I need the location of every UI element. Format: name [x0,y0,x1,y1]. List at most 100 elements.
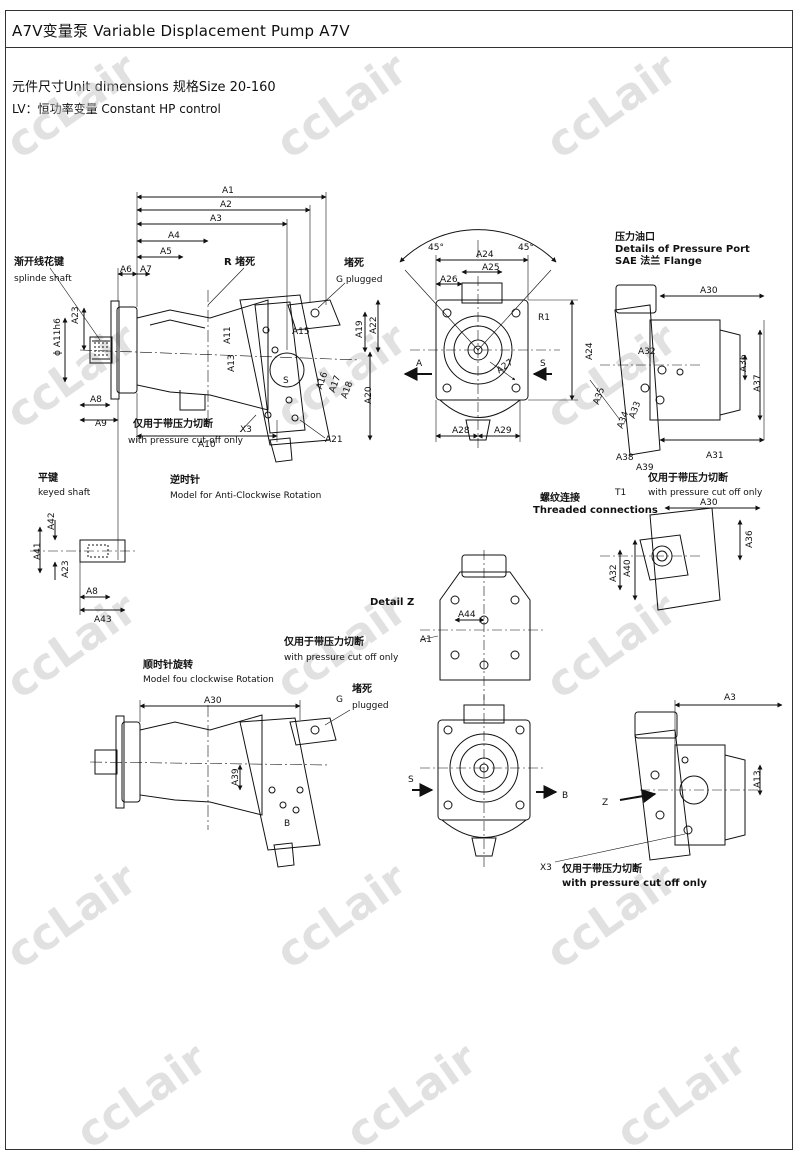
cutoff-cn-label: 仅用于带压力切断 [132,417,213,430]
pressure-port-cn-label: 压力油口 [615,230,655,243]
dim-a27: A27 [495,358,515,376]
dim-a1-detail: A1 [420,635,432,645]
watermark: ccLair [267,853,417,979]
plugged-en-label: plugged [352,701,389,711]
page-frame [5,10,793,1150]
dim-a34: A34 [616,410,632,430]
threaded-en-label: Threaded connections [533,505,658,516]
dim-a38: A38 [616,453,634,463]
dim-a39: A39 [636,463,654,473]
dim-a24-top: A24 [476,250,494,260]
cutoff-en-label: with pressure cut-off only [128,436,244,446]
cutoff-cn-label-4: 仅用于带压力切断 [561,862,642,875]
dim-a6: A6 [120,265,132,275]
dim-a5: A5 [160,247,172,257]
detail-z-label: Detail Z [370,597,414,608]
sae-flange-label: SAE 法兰 Flange [615,254,702,267]
dim-a33: A33 [628,400,643,420]
dim-a9: A9 [95,419,107,429]
a-port-label: A [416,359,423,369]
dim-a8: A8 [90,395,102,405]
keyed-shaft-cn-label: 平键 [38,471,59,484]
dim-a24-side: A24 [585,342,595,360]
dim-a19: A19 [355,320,365,338]
cutoff-cn-label-2: 仅用于带压力切断 [647,471,728,484]
control-block [461,282,503,304]
dim-a2: A2 [220,200,232,210]
watermark: ccLair [0,583,147,709]
keyed-shaft-en-label: keyed shaft [38,488,91,498]
keyed-shaft-detail [30,520,135,615]
dim-a13-bottom: A13 [753,770,763,788]
dim-a26: A26 [440,275,458,285]
dim-a4: A4 [168,231,180,241]
dim-a7: A7 [140,265,152,275]
t1-label: T1 [614,488,626,498]
dim-a43: A43 [94,615,112,625]
cutoff-en-label-3: with pressure cut off only [284,653,399,663]
spline-shaft-cn-label: 渐开线花键 [14,255,65,268]
dim-a28: A28 [452,426,470,436]
clockwise-view-labels: 顺时针旋转 Model fou clockwise Rotation A30 A… [143,658,389,829]
watermark: ccLair [0,43,147,169]
dim-a29: A29 [494,426,512,436]
watermark: ccLair [337,1033,487,1158]
detail-z-labels: Detail Z A44 A1 仅用于带压力切断 with pressure c… [283,597,476,663]
b-port-label: B [562,791,568,801]
cutoff-cn-label-3: 仅用于带压力切断 [283,635,364,648]
dim-a22: A22 [369,316,379,334]
spline-shaft-en-label: splinde shaft [14,274,72,284]
bolt-hole [442,308,452,318]
dim-a25: A25 [482,263,500,273]
detail-z-view [419,550,545,700]
title-bar [5,10,793,48]
x3-bottom-label: X3 [540,863,552,873]
g-letter-label: G [336,695,343,705]
flange-rim [110,300,120,400]
bolt-hole [511,383,521,393]
dim-a37: A37 [753,374,763,392]
dim-a3: A3 [210,214,222,224]
dim-a1: A1 [222,186,234,196]
b-port-side-label: B [284,819,290,829]
dim-a23: A23 [71,306,81,324]
bottom-right-labels: A3 A13 Z X3 仅用于带压力切断 with pressure cut o… [540,693,763,889]
keyed-shaft-labels: 平键 keyed shaft A41 A42 A23 A8 A43 [33,471,112,625]
dim-a13: A13 [227,354,237,372]
side-view-anticlockwise [49,192,381,560]
control-valve [287,299,341,331]
dim-a31: A31 [706,451,724,461]
pressure-port-en-label: Details of Pressure Port [615,244,750,255]
watermark: ccLair [67,1033,217,1158]
cutoff-en-label-4: with pressure cut off only [562,878,707,889]
watermark: ccLair [0,313,147,439]
dim-a39-clockwise: A39 [231,768,241,786]
dim-a36-top: A36 [739,354,749,372]
s-port-bottom-label: S [408,775,414,785]
dim-a44: A44 [458,610,476,620]
bottom-right-view [554,700,783,863]
anticlockwise-cn-label: 逆时针 [170,473,200,486]
angle-45-right: 45° [518,243,534,253]
dim-a42: A42 [47,512,57,530]
g-plugged-cn-label-2: 堵死 [352,682,372,695]
clockwise-cn-label: 顺时针旋转 [143,658,193,671]
watermark: ccLair [0,853,147,979]
g-plugged-en-label: G plugged [336,275,382,285]
g-plugged-cn-label: 堵死 [344,256,364,269]
spline-shaft [89,336,113,364]
dim-a30-top: A30 [700,286,718,296]
port-plate-head [239,294,331,446]
threaded-connection-labels: 螺纹连接 Threaded connections A30 A36 A40 A3… [533,491,755,582]
suction-port-circle [269,352,305,388]
control-type-subtitle: LV：恒功率变量 Constant HP control [12,102,221,116]
watermark: ccLair [607,1033,757,1158]
watermark: ccLair [537,583,687,709]
watermark: ccLair [537,43,687,169]
dim-a23-keyed: A23 [61,560,71,578]
unit-dimensions-subtitle: 元件尺寸Unit dimensions 规格Size 20-160 [12,80,276,95]
bottom-front-labels: S B [408,775,568,801]
dim-a30-clockwise: A30 [204,696,222,706]
threaded-connection-detail [600,505,761,611]
